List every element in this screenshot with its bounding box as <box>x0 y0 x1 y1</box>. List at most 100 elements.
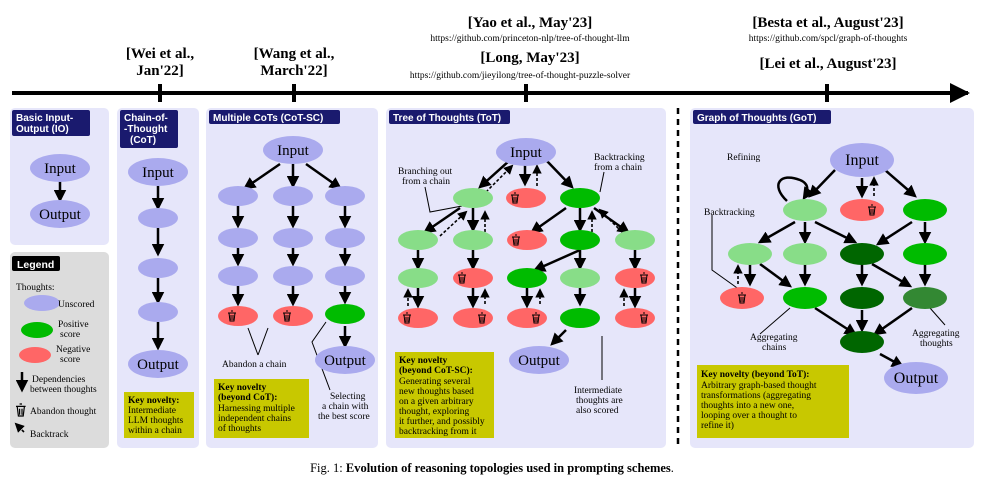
cotsc-select-2: a chain with <box>322 402 369 412</box>
tot-key-5: on a given arbitrary <box>399 397 474 407</box>
caption-suffix: . <box>671 461 674 475</box>
got-key-4: thoughts into a new one, <box>701 401 794 411</box>
besta-url[interactable]: https://github.com/spcl/graph-of-thought… <box>749 33 908 44</box>
long-url[interactable]: https://github.com/jieyilong/tree-of-tho… <box>410 70 631 81</box>
backtrack-arrows <box>14 164 879 433</box>
legend-abandon: Abandon thought <box>30 407 97 417</box>
wei-date: Jan'22] <box>136 63 184 79</box>
tot-title: Tree of Thoughts (ToT) <box>393 113 501 124</box>
cotsc-key-2: (beyond CoT): <box>218 392 277 403</box>
cotsc-key-3: Harnessing multiple <box>218 404 295 414</box>
io-title-2: Output (IO) <box>16 124 69 135</box>
tot-key-7: it further, and possibly <box>399 416 485 427</box>
cot-title-3: (CoT) <box>130 135 156 146</box>
cot-title-1: Chain-of- <box>124 113 168 124</box>
got-key-5: looping over a thought to <box>701 411 797 421</box>
cotsc-input: Input <box>277 143 309 159</box>
trash-icon <box>16 403 26 417</box>
tot-key-1: Key novelty <box>399 356 448 366</box>
got-key-3: transformations (aggregating <box>701 390 811 401</box>
tot-key-6: thought, exploring <box>399 407 469 417</box>
got-key-6: refine it) <box>701 420 734 431</box>
cot-key-2: Intermediate <box>128 406 176 416</box>
got-agg-chains-1: Aggregating <box>750 333 798 343</box>
timeline-labels: [Wei et al., Jan'22] [Wang et al., March… <box>126 15 904 79</box>
lei-label: [Lei et al., August'23] <box>759 56 896 72</box>
tot-key-3: Generating several <box>399 377 471 387</box>
yao-label: [Yao et al., May'23] <box>468 15 593 31</box>
yao-url[interactable]: https://github.com/princeton-nlp/tree-of… <box>430 33 630 44</box>
legend-thoughts: Thoughts: <box>16 283 55 293</box>
wang-date: March'22] <box>260 63 327 79</box>
got-input: Input <box>845 152 879 169</box>
tot-key-8: backtracking from it <box>399 426 477 437</box>
wei-label: [Wei et al., <box>126 46 195 62</box>
trash-icon <box>738 292 746 304</box>
legend-negative-2: score <box>60 355 80 365</box>
tot-back-1: Backtracking <box>594 153 645 163</box>
timeline <box>12 83 970 103</box>
legend-title: Legend <box>17 259 54 271</box>
cotsc-key-5: of thoughts <box>218 423 261 434</box>
legend-dep-2: between thoughts <box>30 385 97 395</box>
nodes <box>19 136 948 394</box>
trash-icon <box>403 312 411 324</box>
got-key-1: Key novelty (beyond ToT): <box>701 369 809 380</box>
tot-branch-2: from a chain <box>402 176 450 187</box>
cotsc-select-1: Selecting <box>330 392 366 402</box>
got-agg-chains-2: chains <box>762 343 787 353</box>
tot-output: Output <box>518 353 561 369</box>
caption-prefix: Fig. 1: <box>310 461 346 475</box>
got-key-2: Arbitrary graph-based thought <box>701 381 817 391</box>
cotsc-abandon: Abandon a chain <box>222 360 287 370</box>
legend-backtrack: Backtrack <box>30 430 69 440</box>
legend-unscored: Unscored <box>58 300 95 310</box>
cot-key-4: within a chain <box>128 426 182 436</box>
cotsc-output: Output <box>324 353 367 369</box>
legend-positive-2: score <box>60 330 80 340</box>
trash-icon <box>511 192 519 204</box>
trash-icons <box>16 192 876 417</box>
long-label: [Long, May'23] <box>480 50 579 66</box>
legend-negative-1: Negative <box>56 345 90 355</box>
trash-icon <box>458 272 466 284</box>
tot-inter-3: also scored <box>576 406 619 416</box>
cotsc-title: Multiple CoTs (CoT-SC) <box>213 113 323 124</box>
tot-inter-2: thoughts are <box>576 396 623 406</box>
tot-input: Input <box>510 145 542 161</box>
tot-key-4: new thoughts based <box>399 387 474 397</box>
trash-icon <box>640 312 648 324</box>
callouts <box>247 171 946 391</box>
legend-positive-1: Positive <box>58 320 89 330</box>
cotsc-key-1: Key novelty <box>218 383 267 393</box>
panel-titles: Basic Input- Output (IO) Chain-of- -Thou… <box>12 110 831 271</box>
caption-bold: Evolution of reasoning topologies used i… <box>346 461 671 475</box>
cotsc-select-3: the best score <box>318 412 370 422</box>
io-output: Output <box>39 207 82 223</box>
key-novelty-text: Key novelty: Intermediate LLM thoughts w… <box>128 356 817 437</box>
cot-output: Output <box>137 357 180 373</box>
tot-inter-1: Intermediate <box>574 386 622 396</box>
annotations: Abandon a chain Selecting a chain with t… <box>222 152 960 422</box>
got-title: Graph of Thoughts (GoT) <box>697 113 816 124</box>
cotsc-key-4: independent chains <box>218 414 291 424</box>
trash-icon <box>283 310 291 322</box>
trash-icon <box>532 312 540 324</box>
got-backtracking: Backtracking <box>704 208 755 218</box>
trash-icon <box>868 204 876 216</box>
trash-icon <box>640 272 648 284</box>
got-output: Output <box>894 370 939 387</box>
trash-icon <box>478 312 486 324</box>
besta-label: [Besta et al., August'23] <box>752 15 903 31</box>
got-refining: Refining <box>727 152 760 163</box>
cot-input: Input <box>142 165 174 181</box>
edges <box>15 159 932 393</box>
figure-caption: Fig. 1: Evolution of reasoning topologie… <box>310 461 674 475</box>
node-labels: Input Output Input Output Input Output I… <box>39 143 939 387</box>
got-agg-thoughts-2: thoughts <box>920 339 953 349</box>
key-novelty-boxes <box>124 352 849 438</box>
trash-icon <box>228 310 236 322</box>
cot-title-2: -Thought <box>124 124 168 135</box>
io-title-1: Basic Input- <box>16 113 73 124</box>
